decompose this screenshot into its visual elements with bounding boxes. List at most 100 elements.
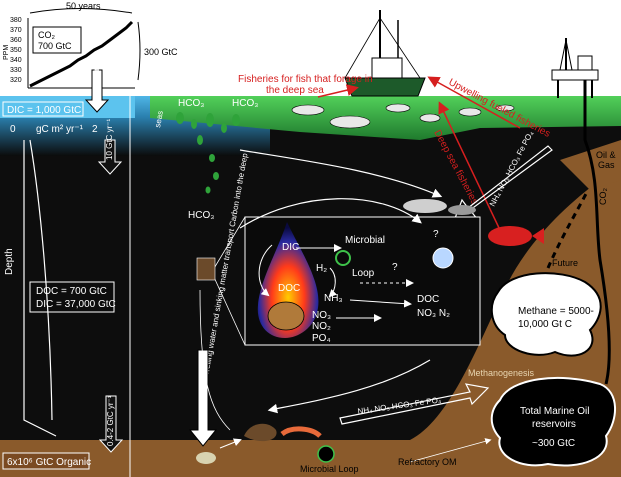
hco3-label-3: HCO₃ [188,210,214,221]
flux-down-label-1: 2 GtC yr⁻¹ [92,61,101,98]
depth-profile-2 [29,139,53,421]
depth-profile [23,140,57,437]
deep-doc-label: DOC = 700 GtC [36,286,107,297]
bottom-flux-label: 0.4-2 GtC yr⁻¹ [106,395,115,446]
lower-nutrient-arrow [339,383,490,425]
inset-no2: NO₂ [312,321,331,332]
sinking-path [199,289,231,431]
seafloor-arrow [219,438,242,449]
fisheries-arrow [317,84,359,98]
ppm-tick: 340 [10,57,22,64]
side-amount: 300 GtC [144,47,178,57]
inset-microbial-2: Loop [352,268,375,279]
methane-reservoir [490,272,602,357]
future-label: Future [552,258,578,268]
downwelling-arrow [188,349,218,447]
air-sea-flux-arrow [84,69,110,113]
inset-no3: NO₃ [312,310,331,321]
atmosphere-co2: CO₂ [38,30,56,40]
inset-connector-top [212,216,246,271]
inset-arrow-3 [328,267,338,298]
oil-label-3: ~300 GtC [532,438,575,449]
deep-sea-fish [488,226,532,246]
methane-label-1: Methane = 5000- [518,306,594,317]
inset-dic: DIC [282,242,299,253]
inset-connector-bottom [212,274,246,346]
flux-unit: gC m² yr⁻¹ [36,124,84,135]
deep-curve-arrow-1 [239,198,422,229]
fisheries-label-2: the deep sea [266,85,324,96]
ppm-tick: 370 [10,27,22,34]
fishing-boat [344,10,426,97]
zooplankton [432,247,454,269]
co2-right-label: CO₂ [598,188,608,206]
oil-reservoir [490,376,617,467]
fisheries-label-1: Fisheries for fish that forage in [238,74,373,85]
dic-surface-label: DIC = 1,000 GtC [7,105,81,116]
deep-curve-arrow-2 [267,359,431,414]
timespan-brace [29,8,133,14]
organic-sediment-label: 6x10⁶ GtC Organic [7,457,91,468]
hco3-label-2: HCO₃ [232,98,258,109]
methanogenesis-label: Methanogenesis [468,368,535,378]
timespan-label: 50 years [66,1,101,11]
oil-gas-label-1: Oil & [596,150,616,160]
deep-squid [403,199,447,213]
deep-reservoir-box [29,281,115,313]
rig-pipeline [583,80,611,385]
hco3-label-1: HCO₃ [178,98,204,109]
ppm-tick: 360 [10,37,22,44]
sky [0,0,621,98]
oil-label-1: Total Marine Oil [520,406,589,417]
co2-chart [27,8,141,89]
flux-right: 2 [92,124,98,135]
inset-h2: H₂ [316,263,327,274]
oil-label-2: reservoirs [532,419,576,430]
sediment-particle [196,452,216,464]
oil-rig [551,38,599,98]
depth-label: Depth [4,248,15,275]
ppm-axis-label: PPM [3,45,10,60]
atmosphere-box [32,26,82,54]
co2-curve [29,20,134,88]
deep-sea-fisheries-arrow [438,101,501,231]
surface-fish [291,103,515,129]
microbial-loop-bottom-label: Microbial Loop [300,464,359,474]
phytoplankton [176,112,240,194]
ppm-tick: 380 [10,17,22,24]
upwelling-arrow [427,76,521,129]
organic-sediment-box [2,452,90,470]
ppm-tick: 350 [10,47,22,54]
oil-gas-label-2: Gas [598,160,615,170]
inset-no3-n2: NO₃ N₂ [417,308,450,319]
inset-po4: PO₄ [312,333,331,344]
benthic-microbes [317,445,335,463]
flux-left: 0 [10,124,16,135]
dic-surface-box [2,101,84,117]
inset-nh3: NH₃ [324,293,343,304]
microbe-cluster [335,250,351,266]
benthic-worm [280,426,322,438]
future-dotted-path [546,189,590,269]
flux-down-label-2: 10 GtC yr⁻¹ [105,119,114,160]
particle-core [267,301,305,331]
inset-doc: DOC [278,283,300,294]
seafloor-sediment [0,170,621,477]
deep-curve-arrow-3 [239,149,443,198]
atmosphere-amount: 700 GtC [38,41,72,51]
ppm-tick: 330 [10,67,22,74]
deep-dic-label: DIC = 37,000 GtC [36,299,116,310]
deep-fish-grey [448,205,476,215]
refractory-label: Refractory OM [398,457,457,467]
inset-microbial-1: Microbial [345,235,385,246]
inset-arrow-6 [349,299,412,308]
particle-detail [196,257,216,281]
deep-sea-fish-tail [532,228,544,244]
detritus-clump [244,423,277,442]
seas-label: seas [153,110,165,128]
export-flux-arrow [97,139,123,175]
inset-question-1: ? [392,262,398,273]
